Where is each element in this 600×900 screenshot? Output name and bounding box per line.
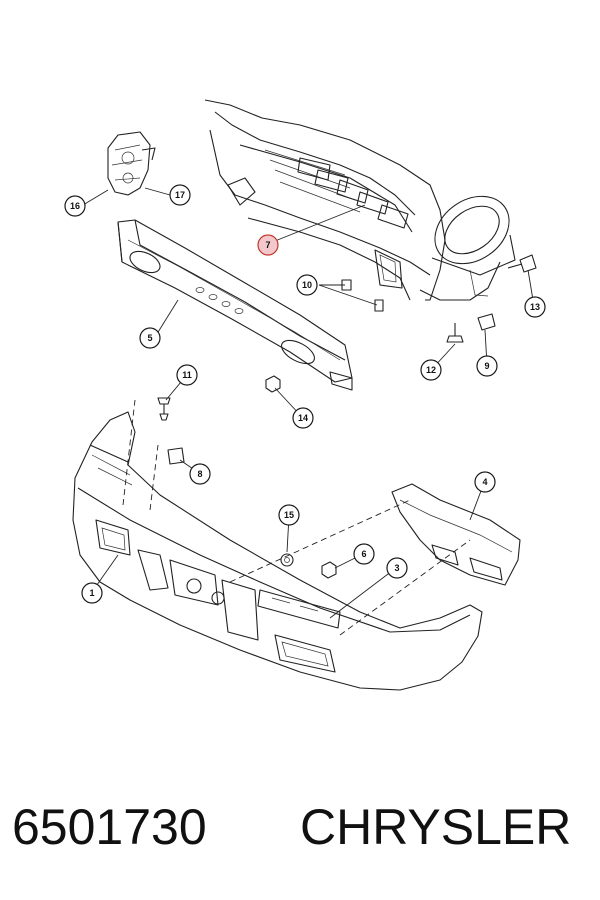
svg-text:11: 11 — [182, 370, 192, 380]
callout-14: 14 — [292, 407, 314, 429]
part-16-17-bracket — [107, 131, 156, 196]
callout-15: 15 — [278, 504, 300, 526]
svg-text:1: 1 — [89, 588, 94, 598]
callout-17: 17 — [169, 184, 191, 206]
vehicle-front-structure — [204, 99, 516, 301]
callout-11: 11 — [176, 364, 198, 386]
part-4-deflector — [391, 483, 521, 586]
callout-8: 8 — [189, 463, 211, 485]
svg-text:5: 5 — [147, 333, 152, 343]
callout-7-highlighted: 7 — [257, 234, 279, 256]
svg-text:13: 13 — [530, 302, 540, 312]
callout-9: 9 — [476, 355, 498, 377]
callout-13: 13 — [524, 296, 546, 318]
callout-16: 16 — [64, 195, 86, 217]
svg-text:10: 10 — [302, 280, 312, 290]
callout-1: 1 — [81, 582, 103, 604]
callout-5: 5 — [139, 327, 161, 349]
svg-text:9: 9 — [484, 361, 489, 371]
callout-6: 6 — [353, 543, 375, 565]
svg-text:16: 16 — [70, 201, 80, 211]
callout-10: 10 — [296, 274, 318, 296]
svg-text:6: 6 — [361, 549, 366, 559]
svg-text:14: 14 — [298, 413, 308, 423]
callout-3: 3 — [386, 557, 408, 579]
svg-text:4: 4 — [482, 477, 487, 487]
callout-4: 4 — [474, 471, 496, 493]
part-number: 6501730 — [12, 799, 207, 855]
fasteners — [157, 254, 537, 579]
exploded-parts-diagram: 16 17 7 10 5 13 12 9 11 14 8 4 15 6 3 1 — [64, 99, 546, 691]
svg-text:15: 15 — [284, 510, 294, 520]
svg-text:8: 8 — [197, 469, 202, 479]
callout-12: 12 — [420, 359, 442, 381]
part-5-reinforcement-beam — [117, 219, 353, 391]
svg-text:3: 3 — [394, 563, 399, 573]
leader-lines — [82, 187, 535, 619]
svg-text:12: 12 — [426, 365, 436, 375]
brand-name: CHRYSLER — [300, 799, 572, 855]
part-1-bumper-fascia — [72, 399, 483, 691]
svg-text:7: 7 — [265, 240, 270, 250]
svg-text:17: 17 — [175, 190, 185, 200]
